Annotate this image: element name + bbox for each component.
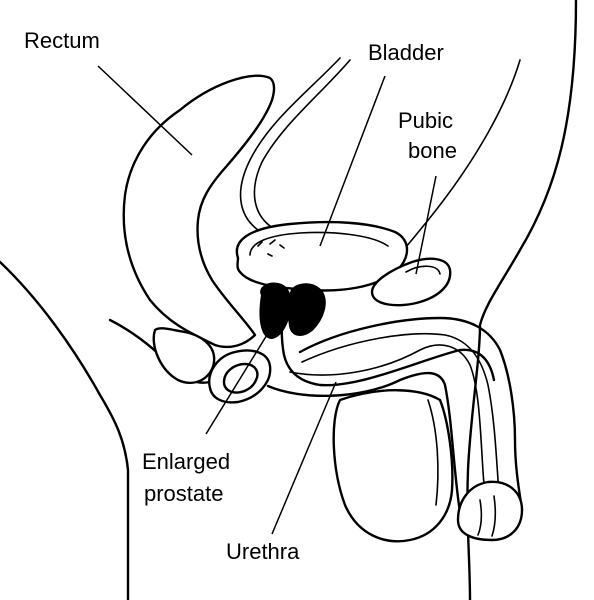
pubic-bone: [370, 257, 452, 307]
scrotum: [332, 389, 454, 543]
label-enlarged-prostate-line2: prostate: [144, 481, 224, 506]
lower-rectum-pocket: [152, 327, 216, 385]
peritoneal-line-inner: [253, 59, 351, 227]
bladder-leader: [319, 75, 386, 247]
enlarged-prostate-right-lobe: [287, 283, 326, 336]
rectum-leader: [97, 65, 193, 156]
bladder-inner: [249, 231, 389, 256]
urethra: [280, 286, 496, 387]
penis-outer-bottom: [266, 371, 468, 534]
label-enlarged-prostate-line1: Enlarged: [142, 449, 230, 474]
penis-outer-top: [298, 316, 524, 512]
label-pubic-bone-line1: Pubic: [398, 108, 453, 133]
label-rectum: Rectum: [24, 28, 100, 53]
label-urethra: Urethra: [226, 539, 300, 564]
bladder-stipple: [257, 239, 285, 257]
penis-inner-bottom: [289, 344, 491, 529]
glans-inner: [477, 495, 497, 537]
label-pubic-bone-line2: bone: [408, 138, 457, 163]
label-bladder: Bladder: [368, 40, 444, 65]
glans: [456, 480, 524, 542]
body-outline-back: [0, 260, 130, 600]
urethra-leader: [271, 381, 337, 535]
peritoneal-line-outer: [239, 57, 341, 231]
pubic-bone-inner: [405, 265, 441, 275]
rectum: [122, 74, 276, 349]
enlarged-prostate-left-lobe: [259, 282, 292, 340]
pubic-bone-leader: [415, 175, 437, 275]
enlarged-prostate-leader: [205, 329, 271, 435]
thigh-line: [427, 399, 439, 506]
